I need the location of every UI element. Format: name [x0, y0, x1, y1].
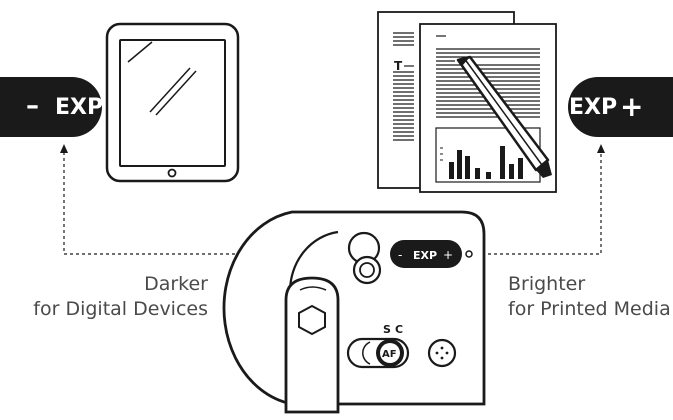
darker-line1: Darker: [144, 273, 208, 295]
exp-label-left: EXP: [55, 95, 103, 120]
connector-lines: [63, 152, 602, 255]
arrowheads: [60, 144, 605, 153]
switch-s-label: S: [383, 323, 391, 336]
exp-label-right: EXP: [569, 95, 617, 120]
arrow-up-left-icon: [60, 144, 68, 153]
brighter-caption: Brighter for Printed Media: [508, 272, 673, 322]
pencil-icon: [456, 55, 552, 178]
arrow-up-right-icon: [597, 144, 605, 153]
exp-increase-control: EXP +: [568, 77, 673, 137]
dial-minus: -: [398, 248, 402, 262]
brighter-line1: Brighter: [508, 273, 586, 295]
af-label: AF: [382, 349, 397, 360]
device-exp-dial: - EXP +: [390, 240, 473, 268]
tablet-icon: [105, 22, 240, 183]
dial-plus: +: [443, 248, 453, 262]
minus-sign: –: [26, 91, 39, 121]
brighter-line2: for Printed Media: [508, 298, 671, 320]
exp-decrease-control: – EXP: [0, 77, 103, 137]
switch-c-label: C: [395, 323, 403, 336]
plus-sign: +: [620, 90, 643, 123]
darker-line2: for Digital Devices: [33, 298, 208, 320]
darker-caption: Darker for Digital Devices: [30, 272, 208, 322]
dial-exp-label: EXP: [413, 249, 437, 262]
doc-heading-letter: T: [394, 59, 403, 73]
printed-document-icon: T: [377, 11, 557, 193]
